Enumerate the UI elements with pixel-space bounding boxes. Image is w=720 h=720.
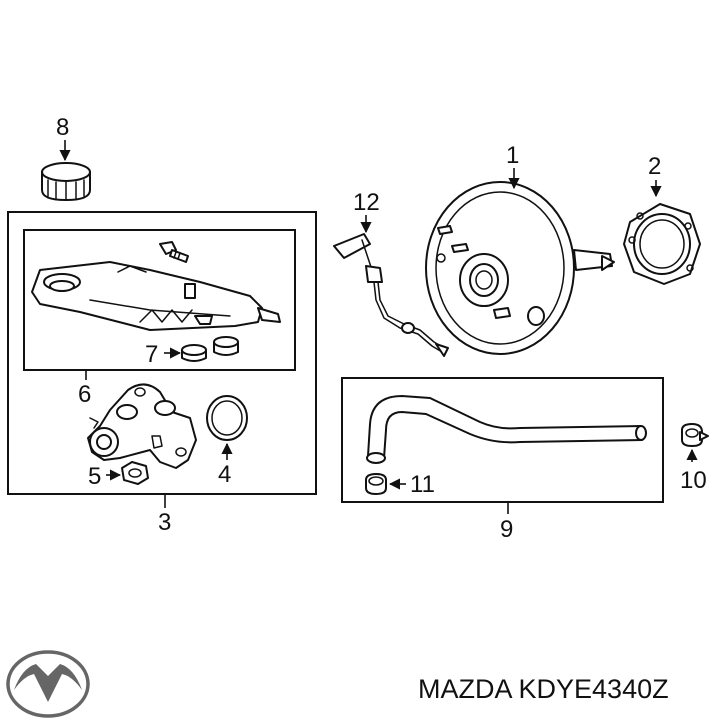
assembly-box-9	[341, 377, 664, 503]
callout-5: 5	[88, 463, 101, 490]
bolt-part	[159, 241, 189, 263]
callout-7: 7	[145, 341, 158, 368]
o-ring-part	[206, 395, 248, 441]
gasket-part	[623, 203, 701, 285]
callout-8: 8	[56, 114, 69, 141]
callout-9: 9	[500, 516, 513, 543]
callout-12: 12	[353, 189, 380, 216]
callout-11: 11	[410, 471, 435, 498]
vacuum-bracket-part	[333, 233, 449, 357]
callout-3: 3	[158, 509, 171, 536]
reservoir-cap-part	[41, 162, 91, 201]
master-cylinder-part	[87, 383, 197, 469]
clamp-part	[681, 423, 709, 447]
vacuum-hose-part	[366, 395, 647, 464]
part-number-caption: MAZDA KDYE4340Z	[418, 674, 669, 704]
callout-1: 1	[506, 142, 519, 169]
callout-6: 6	[78, 381, 91, 408]
assembly-box-6	[23, 229, 296, 371]
grommet-part	[181, 336, 239, 362]
brake-booster-part	[425, 181, 615, 355]
assembly-box-3	[7, 211, 317, 495]
mazda-logo-icon	[6, 650, 90, 718]
reservoir-tank-part	[31, 261, 281, 331]
callout-10: 10	[680, 467, 707, 494]
callout-4: 4	[218, 461, 231, 488]
nut-part	[121, 461, 149, 485]
callout-2: 2	[648, 153, 661, 180]
hose-clip-part	[365, 473, 387, 495]
